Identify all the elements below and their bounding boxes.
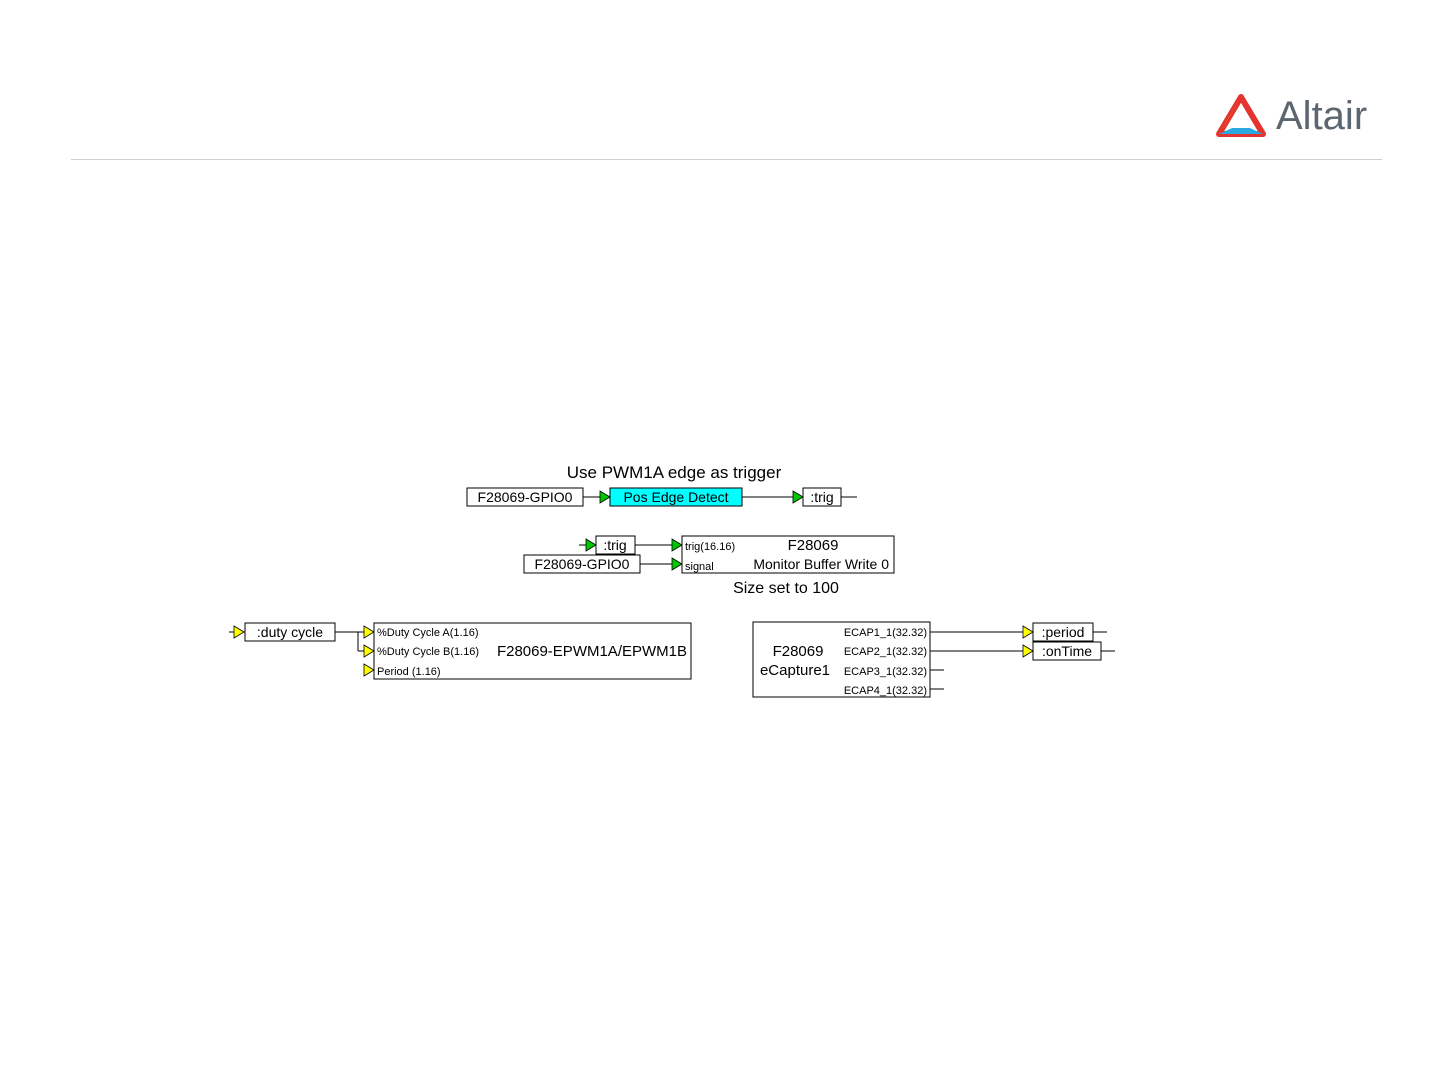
duty-cycle-label: :duty cycle [257, 624, 323, 640]
row2-trig-label: :trig [603, 537, 626, 553]
altair-logo-text: Altair [1276, 94, 1368, 138]
row1-trig-label: :trig [810, 489, 833, 505]
period-output-label: :period [1042, 624, 1085, 640]
period-output-block[interactable]: :period [1032, 622, 1094, 642]
ecap-port-2: ECAP2_1(32.32) [844, 646, 927, 658]
input-port-icon [1022, 625, 1034, 639]
row1-trig-label-block[interactable]: :trig [802, 487, 842, 507]
port-duty-a-label: %Duty Cycle A(1.16) [377, 627, 478, 639]
ecap-port-3: ECAP3_1(32.32) [844, 666, 927, 678]
ecap-block-title: F28069 [773, 643, 824, 660]
input-port-icon [599, 490, 611, 504]
input-port-icon [363, 663, 375, 677]
monitor-caption: Size set to 100 [733, 580, 839, 597]
row2-gpio-label: F28069-GPIO0 [535, 556, 630, 572]
monitor-block-name: Monitor Buffer Write 0 [753, 556, 889, 572]
input-port-icon [792, 490, 804, 504]
duty-cycle-input-block[interactable]: :duty cycle [244, 622, 336, 642]
row2-gpio-source[interactable]: F28069-GPIO0 [523, 554, 641, 574]
diagram-title: Use PWM1A edge as trigger [567, 463, 782, 482]
monitor-block-title: F28069 [788, 537, 839, 554]
input-port-icon [363, 644, 375, 658]
input-port-icon [1022, 644, 1034, 658]
altair-logo-icon [1216, 94, 1266, 137]
pos-edge-detect-label: Pos Edge Detect [623, 489, 728, 505]
header-divider [71, 159, 1382, 160]
input-port-icon [671, 557, 683, 571]
ontime-output-label: :onTime [1042, 643, 1092, 659]
row1-gpio-source[interactable]: F28069-GPIO0 [466, 487, 584, 507]
input-port-icon [585, 538, 597, 552]
ecap-port-4: ECAP4_1(32.32) [844, 685, 927, 697]
ecap-block-name: eCapture1 [760, 662, 830, 679]
altair-logo: Altair [1216, 92, 1386, 142]
input-port-icon [233, 625, 245, 639]
row1-gpio-label: F28069-GPIO0 [478, 489, 573, 505]
port-signal-label: signal [685, 561, 714, 573]
ecap-port-1: ECAP1_1(32.32) [844, 627, 927, 639]
pos-edge-detect-block[interactable]: Pos Edge Detect [609, 487, 743, 507]
input-port-icon [671, 538, 683, 552]
epwm-block[interactable]: %Duty Cycle A(1.16) %Duty Cycle B(1.16) … [373, 622, 692, 680]
port-duty-b-label: %Duty Cycle B(1.16) [377, 646, 479, 658]
input-port-icon [363, 625, 375, 639]
port-trig-label: trig(16.16) [685, 541, 735, 553]
monitor-buffer-write-block[interactable]: trig(16.16) signal F28069 Monitor Buffer… [681, 535, 895, 574]
row2-trig-input-block[interactable]: :trig [595, 535, 636, 555]
ecap-block[interactable]: F28069 eCapture1 ECAP1_1(32.32) ECAP2_1(… [752, 621, 931, 698]
epwm-block-name: F28069-EPWM1A/EPWM1B [497, 643, 687, 660]
port-period-label: Period (1.16) [377, 666, 441, 678]
ontime-output-block[interactable]: :onTime [1032, 641, 1102, 661]
